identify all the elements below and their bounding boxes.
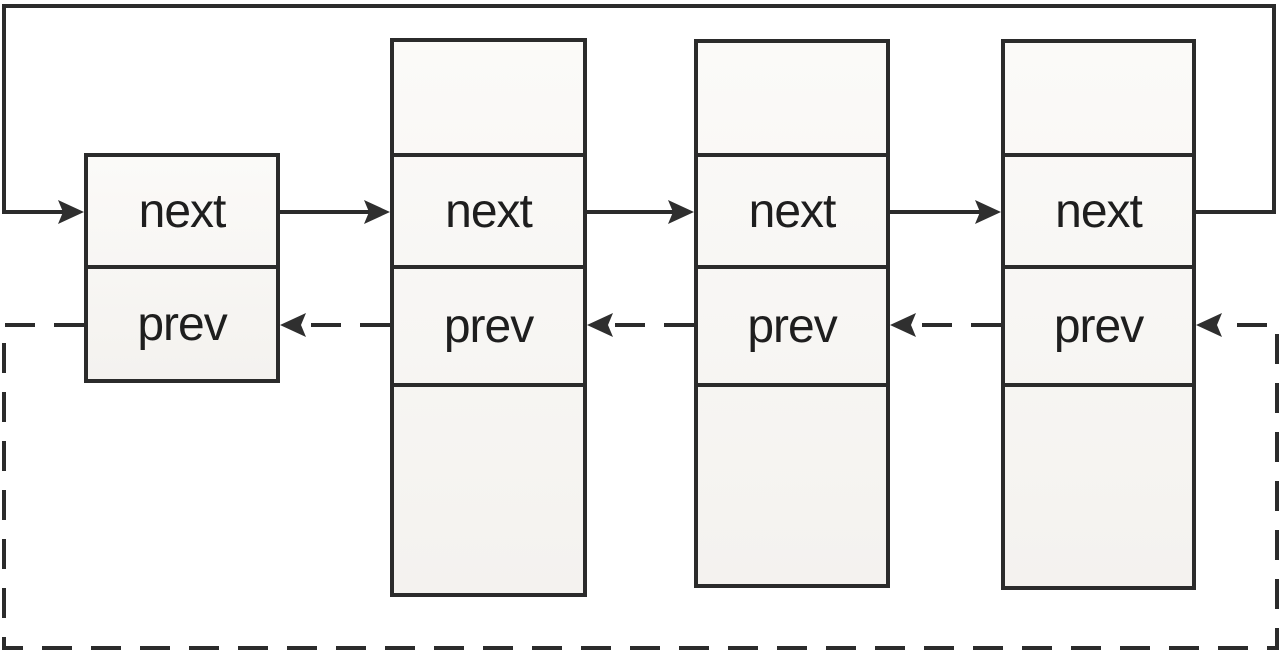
next-pointer-label: next [445, 184, 533, 238]
node-3-next-cell: next [698, 157, 886, 265]
node-4: next prev [1001, 39, 1196, 590]
node-2-next-cell: next [394, 157, 583, 265]
node-3: next prev [694, 39, 890, 588]
prev-arrowhead-2-1 [280, 313, 306, 337]
next-pointer-label: next [748, 184, 837, 238]
prev-arrowhead-3-2 [587, 313, 613, 337]
next-pointer-label: next [138, 184, 227, 238]
node-2-cell-divider [394, 265, 583, 269]
node-3-cell-divider [698, 153, 886, 157]
prev-pointer-label: prev [137, 297, 227, 351]
prev-pointer-label: prev [1053, 299, 1144, 353]
node-1-prev-cell: prev [88, 269, 276, 379]
node-3-prev-cell: prev [698, 269, 886, 383]
node-4-next-cell: next [1005, 157, 1192, 265]
node-1-next-cell: next [88, 157, 276, 265]
prev-pointer-label: prev [747, 299, 837, 353]
node-2-cell-divider [394, 383, 583, 387]
node-2-prev-cell: prev [394, 269, 583, 383]
next-arrowhead-1-2 [364, 200, 390, 224]
next-circular-loop-line [2, 4, 1276, 214]
prev-pointer-label: prev [443, 299, 534, 353]
prev-circular-loop-line [2, 323, 1279, 650]
next-arrowhead-2-3 [668, 200, 694, 224]
next-arrowhead-3-4 [975, 200, 1001, 224]
node-4-cell-divider [1005, 383, 1192, 387]
node-3-cell-divider [698, 383, 886, 387]
node-4-prev-cell: prev [1005, 269, 1192, 383]
prev-arrowhead-4-3 [890, 313, 916, 337]
node-2-cell-divider [394, 153, 583, 157]
node-2: next prev [390, 38, 587, 597]
next-circular-arrowhead [58, 200, 84, 224]
node-1-cell-divider [88, 265, 276, 269]
prev-circular-arrowhead [1196, 313, 1222, 337]
node-3-cell-divider [698, 265, 886, 269]
node-4-cell-divider [1005, 265, 1192, 269]
next-pointer-label: next [1055, 184, 1143, 238]
node-4-cell-divider [1005, 153, 1192, 157]
node-1: next prev [84, 153, 280, 383]
